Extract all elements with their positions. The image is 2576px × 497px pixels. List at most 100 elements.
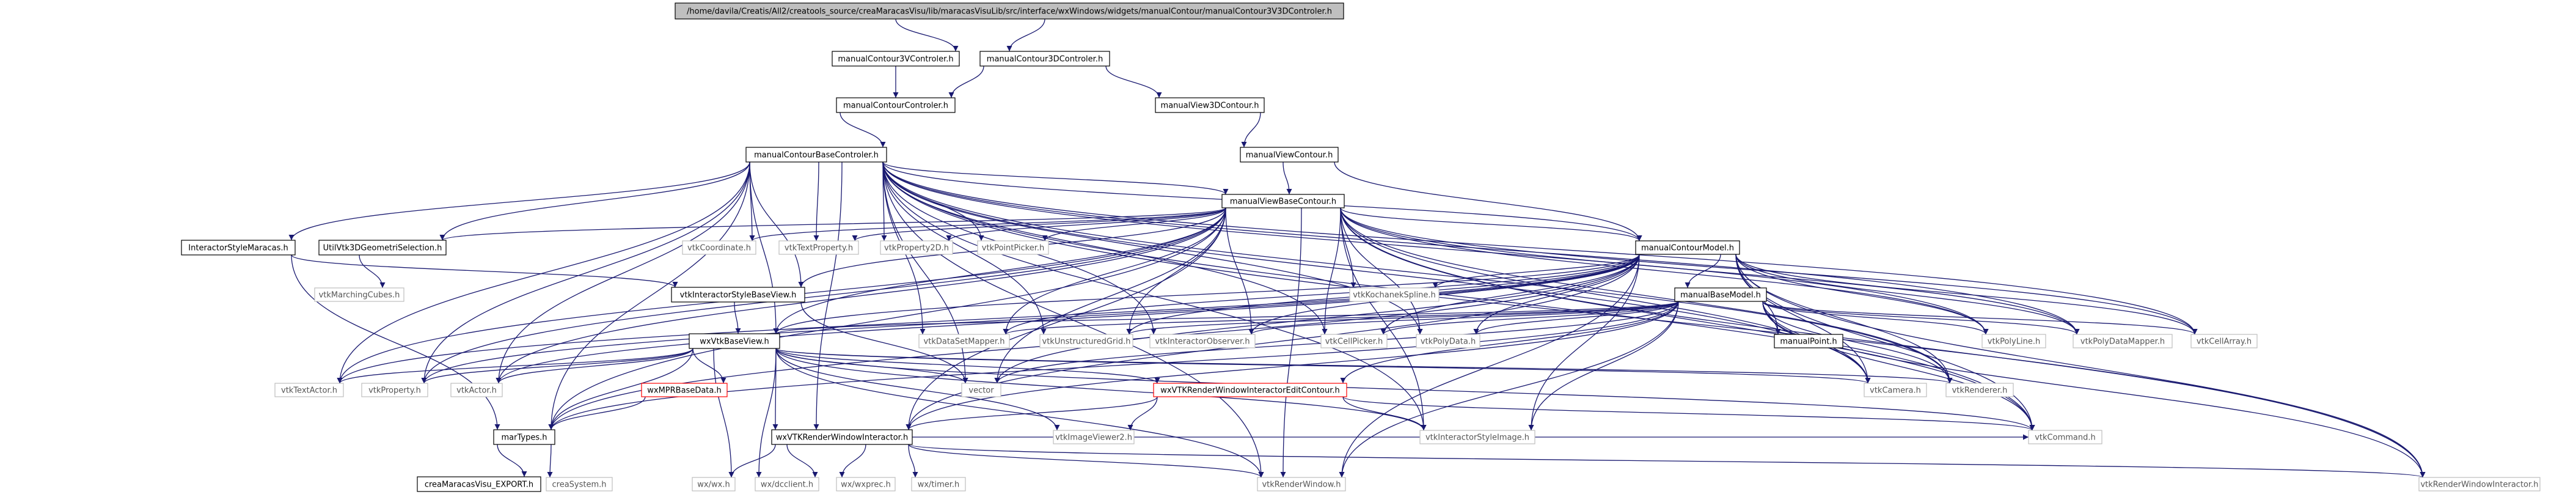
node-label-vcoord: vtkCoordinate.h xyxy=(687,244,751,253)
node-label-mvc: manualViewContour.h xyxy=(1246,151,1333,160)
node-mvbc[interactable]: manualViewBaseContour.h xyxy=(1221,194,1345,208)
edge-wxvtkrwiec-to-viv2 xyxy=(1127,396,1158,431)
edge-mvbc-to-vpl xyxy=(1340,207,1989,335)
node-box-wxwx xyxy=(692,477,736,491)
node-label-vks: vtkKochanekSpline.h xyxy=(1353,291,1436,300)
node-wxdc: wx/dcclient.h xyxy=(755,477,819,491)
edge-mbm-to-vpdm xyxy=(1762,301,2080,335)
node-label-visbv: vtkInteractorStyleBaseView.h xyxy=(680,291,797,300)
node-wxvtkbv[interactable]: wxVtkBaseView.h xyxy=(689,333,780,349)
node-box-vdsm xyxy=(918,334,1010,348)
node-mpt[interactable]: manualPoint.h xyxy=(1774,334,1843,348)
node-label-wxvtkrwiec: wxVTKRenderWindowInteractorEditContour.h xyxy=(1160,386,1340,396)
node-box-vpdm xyxy=(2073,334,2173,348)
node-label-vio: vtkInteractorObserver.h xyxy=(1155,337,1250,347)
node-mv3d[interactable]: manualView3DContour.h xyxy=(1155,97,1265,113)
node-box-vtprop xyxy=(778,240,859,255)
node-mc3d[interactable]: manualContour3DControler.h xyxy=(979,51,1110,67)
edge-wxvtkbv-to-vactor xyxy=(496,348,693,384)
node-vmc: vtkMarchingCubes.h xyxy=(314,287,404,302)
node-label-mv3d: manualView3DContour.h xyxy=(1161,101,1259,111)
node-wxmpr: wxMPRBaseData.h xyxy=(641,383,728,397)
edge-mvbc-to-vcp xyxy=(1322,207,1341,335)
edge-martypes-to-csys xyxy=(547,444,553,478)
edge-mcbc-to-vpdm xyxy=(882,161,2080,335)
edge-wxvtkbv-to-vcmd xyxy=(775,348,2035,431)
node-label-vpdm: vtkPolyDataMapper.h xyxy=(2080,337,2165,347)
node-label-vca: vtkCellArray.h xyxy=(2197,337,2252,347)
edge-mcbc-to-vcmd xyxy=(882,161,2035,431)
edge-mvbc-to-vprop2d xyxy=(946,207,1226,241)
node-label-vren: vtkRenderer.h xyxy=(1952,386,2008,396)
node-label-mcm: manualContourModel.h xyxy=(1641,244,1734,253)
node-label-wxtimer: wx/timer.h xyxy=(918,480,960,490)
edge-mbm-to-vrw xyxy=(1339,301,1679,478)
node-mcc[interactable]: manualContourControler.h xyxy=(836,97,956,113)
node-visbv[interactable]: vtkInteractorStyleBaseView.h xyxy=(671,287,805,303)
edge-wxvtkrwi-to-wxwx xyxy=(728,444,776,478)
node-vks: vtkKochanekSpline.h xyxy=(1349,287,1440,302)
node-box-mpt xyxy=(1774,334,1843,348)
node-box-wxtimer xyxy=(911,477,966,491)
edge-mcm-to-wxvtkrwi xyxy=(906,254,1640,430)
node-label-mvbc: manualViewBaseContour.h xyxy=(1230,197,1336,207)
node-label-root: /home/davila/Creatis/All2/creatools_sour… xyxy=(687,7,1332,17)
edge-mcbc-to-uvtk xyxy=(439,161,750,241)
edge-mcbc-to-wxvtkbv xyxy=(749,161,779,334)
node-vren: vtkRenderer.h xyxy=(1945,383,2014,397)
edge-mbm-to-vren xyxy=(1762,301,1953,384)
node-label-wxwx: wx/wx.h xyxy=(697,480,730,490)
node-label-wxvtkbv: wxVtkBaseView.h xyxy=(700,337,769,347)
edge-wxvtkbv-to-vrw xyxy=(775,348,1264,478)
edge-mvbc-to-vpp xyxy=(1042,207,1226,241)
node-label-wxprec: wx/wxprec.h xyxy=(841,480,891,490)
node-label-wxdc: wx/dcclient.h xyxy=(761,480,813,490)
edge-mbm-to-vca xyxy=(1762,301,2198,335)
node-uvtk[interactable]: UtilVtk3DGeometriSelection.h xyxy=(318,240,447,256)
node-vcp: vtkCellPicker.h xyxy=(1320,334,1388,348)
node-mvc[interactable]: manualViewContour.h xyxy=(1240,147,1339,163)
edge-mbm-to-vcp xyxy=(1380,301,1679,335)
node-wxwx: wx/wx.h xyxy=(692,477,736,491)
node-label-vcmd: vtkCommand.h xyxy=(2035,433,2096,443)
edge-mcm-to-vca xyxy=(1735,254,2198,335)
edge-mvbc-to-vector xyxy=(994,207,1226,384)
node-mcbc[interactable]: manualContourBaseControler.h xyxy=(745,147,887,163)
node-vcmd: vtkCommand.h xyxy=(2028,430,2102,444)
node-vtprop: vtkTextProperty.h xyxy=(778,240,859,255)
edge-mcbc-to-vprop xyxy=(421,161,750,384)
node-box-mc3d xyxy=(979,51,1110,67)
edge-wxvtkbv-to-wxmpr xyxy=(692,348,726,384)
node-label-vprop2d: vtkProperty2D.h xyxy=(884,244,949,253)
edge-mvbc-to-vrw xyxy=(1280,207,1302,478)
node-box-mvc xyxy=(1240,147,1339,163)
edge-wxvtkrwiec-to-visi xyxy=(1342,396,1427,431)
node-wxvtkrwi[interactable]: wxVTKRenderWindowInteractor.h xyxy=(771,429,913,445)
node-mbm[interactable]: manualBaseModel.h xyxy=(1674,287,1767,302)
edge-mcm-to-vta xyxy=(337,254,1640,384)
node-vpdm: vtkPolyDataMapper.h xyxy=(2073,334,2173,348)
node-box-visi xyxy=(1419,430,1535,444)
node-mc3v[interactable]: manualContour3VControler.h xyxy=(832,51,960,67)
edge-wxvtkbv-to-visi xyxy=(775,348,1427,431)
edge-mbm-to-wxvtkrwiec xyxy=(1340,301,1679,384)
node-label-vta: vtkTextActor.h xyxy=(281,386,337,396)
node-box-vcmd xyxy=(2028,430,2102,444)
node-label-uvtk: UtilVtk3DGeometriSelection.h xyxy=(323,244,442,253)
edge-wxvtkrwi-to-vrw xyxy=(908,444,1264,478)
edge-mcbc-to-ism xyxy=(288,161,750,241)
edge-visbv-to-vector xyxy=(800,301,968,384)
edge-uvtk-to-vmc xyxy=(359,254,386,289)
node-cmve[interactable]: creaMaracasVisu_EXPORT.h xyxy=(417,476,541,492)
node-box-cmve xyxy=(417,476,541,492)
edge-mbm-to-vcmd xyxy=(1762,301,2035,431)
node-ism[interactable]: InteractorStyleMaracas.h xyxy=(181,240,296,256)
node-vector: vector xyxy=(961,383,1001,397)
node-martypes[interactable]: marTypes.h xyxy=(493,429,555,445)
edge-mcm-to-vpl xyxy=(1735,254,1989,335)
node-label-mcc: manualContourControler.h xyxy=(843,101,948,111)
node-mcm[interactable]: manualContourModel.h xyxy=(1635,240,1740,255)
node-box-mcbc xyxy=(745,147,887,163)
edge-mcc-to-mcbc xyxy=(840,112,886,148)
